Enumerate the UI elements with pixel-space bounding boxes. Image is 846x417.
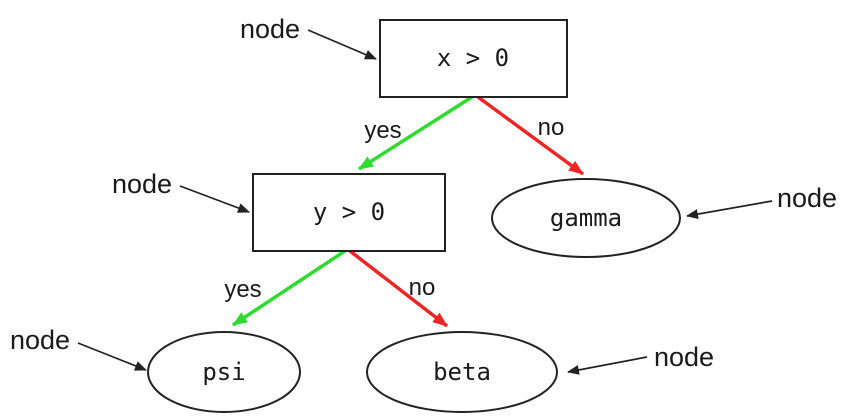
annotation-psi-label: node	[10, 325, 70, 355]
nodes: x > 0 y > 0 gamma psi beta	[147, 19, 681, 413]
node-beta-label: beta	[433, 358, 491, 386]
annotation-inner: node	[112, 169, 250, 213]
node-gamma-ellipse	[491, 178, 681, 258]
annotation-beta-label: node	[654, 342, 714, 372]
annotation-gamma: node	[686, 183, 837, 220]
node-gamma-label: gamma	[550, 204, 622, 232]
node-inner-label: y > 0	[313, 198, 385, 226]
node-psi-label: psi	[202, 358, 245, 386]
edge-root-yes-line	[358, 95, 473, 171]
edge-inner-yes-label: yes	[224, 276, 261, 303]
edge-inner-no-label: no	[409, 274, 436, 301]
annotation-beta-arrow	[567, 356, 648, 375]
edge-inner-yes-line	[232, 249, 346, 327]
edge-root-yes: yes	[358, 95, 473, 171]
annotation-gamma-arrow	[686, 200, 773, 220]
edge-inner-no: no	[348, 249, 449, 328]
node-inner: y > 0	[252, 173, 446, 252]
node-root: x > 0	[379, 19, 568, 98]
node-root-label: x > 0	[437, 44, 509, 72]
node-psi-ellipse	[147, 331, 301, 413]
annotation-root-arrow	[307, 29, 377, 60]
annotation-psi: node	[10, 325, 147, 371]
node-root-box	[379, 19, 568, 98]
node-beta-ellipse	[366, 331, 558, 413]
edge-root-no-label: no	[538, 114, 565, 141]
node-beta: beta	[366, 331, 558, 413]
edge-root-no-line	[476, 95, 585, 176]
node-psi: psi	[147, 331, 301, 413]
edge-inner-yes: yes	[224, 249, 346, 327]
annotation-gamma-label: node	[777, 183, 837, 213]
annotation-psi-arrow	[77, 342, 147, 371]
annotation-inner-label: node	[112, 169, 172, 199]
annotation-root: node	[240, 14, 377, 60]
node-inner-box	[252, 173, 446, 252]
annotations: node node node node node	[10, 14, 837, 375]
edge-root-no: no	[476, 95, 585, 176]
annotation-root-label: node	[240, 14, 300, 44]
edges: yes no yes no	[224, 95, 585, 328]
annotation-beta: node	[567, 342, 714, 375]
edge-root-yes-label: yes	[364, 117, 401, 144]
node-gamma: gamma	[491, 178, 681, 258]
annotation-inner-arrow	[179, 185, 250, 213]
edge-inner-no-line	[348, 249, 449, 328]
